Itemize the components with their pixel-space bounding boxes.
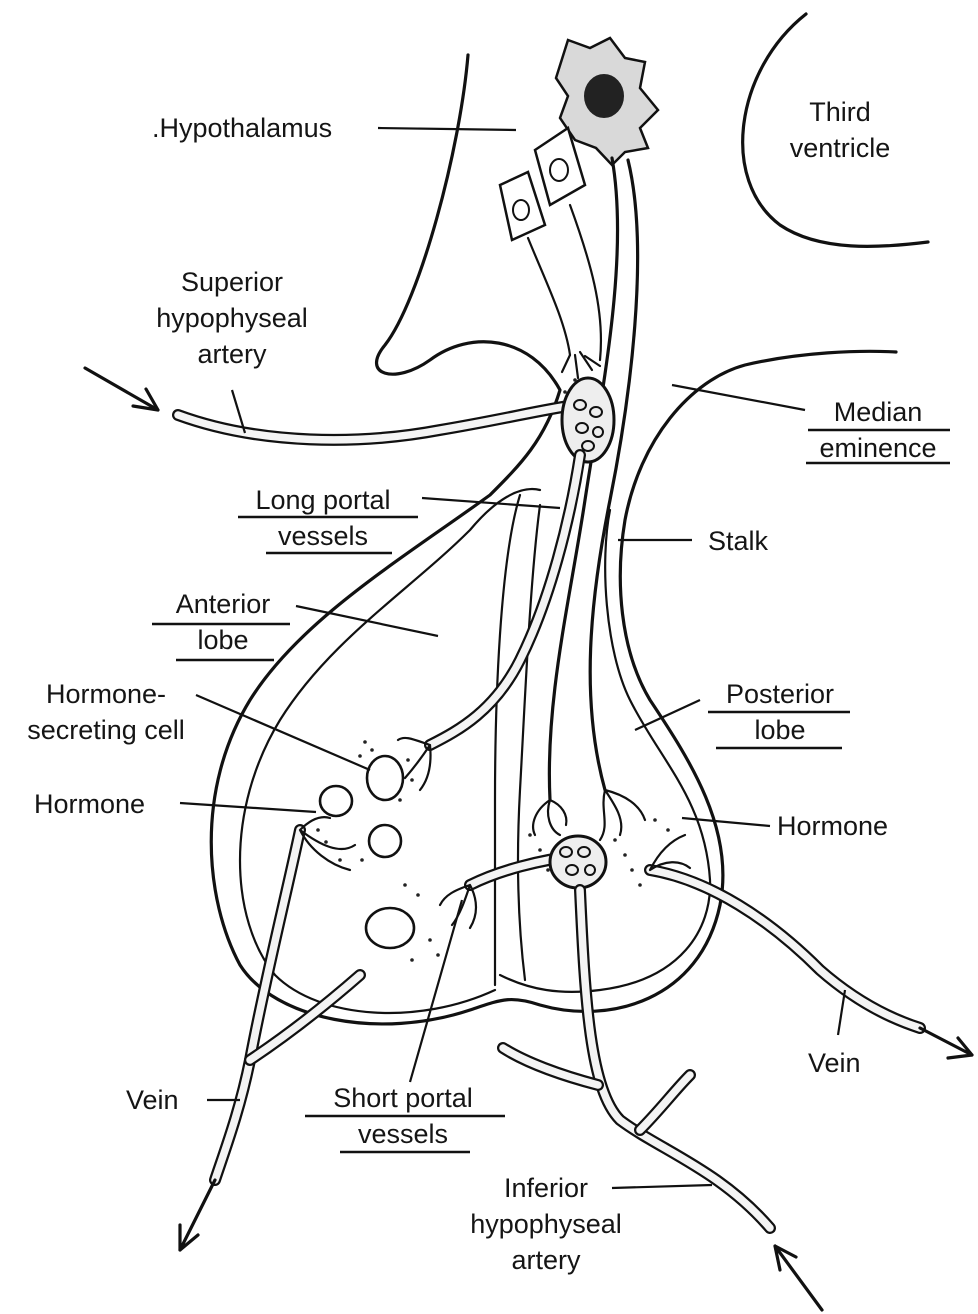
label-median-eminence-line2: eminence [800, 430, 956, 466]
label-long-portal-line1: Long portal [228, 482, 418, 518]
label-third-ventricle-line1: Third [770, 94, 910, 130]
hormone-cell-1 [367, 756, 403, 800]
anterior-vein-tuft [300, 817, 355, 870]
posterior-vein [650, 870, 920, 1028]
label-short-portal: Short portal vessels [300, 1080, 506, 1152]
label-superior-artery: Superior hypophyseal artery [132, 264, 332, 372]
primary-plexus [562, 378, 614, 462]
label-third-ventricle-line2: ventricle [770, 130, 910, 166]
vein-right-arrow [920, 1028, 972, 1058]
label-short-portal-line2: vessels [300, 1116, 506, 1152]
hormone-cell-3 [369, 825, 401, 857]
long-portal-leader [422, 498, 560, 508]
axon-terminal-posterior-2 [600, 790, 645, 840]
short-portal-tuft [440, 885, 476, 928]
hormone-right-leader [682, 818, 770, 826]
label-stalk: Stalk [708, 523, 768, 559]
median-eminence-leader [672, 385, 805, 410]
label-hormone-left: Hormone [34, 786, 145, 822]
secretory-axon-1 [570, 205, 601, 360]
vein-left-arrow [180, 1180, 215, 1250]
superior-artery-arrow [85, 368, 158, 410]
inferior-artery-branch-left-lumen [503, 1048, 598, 1085]
short-portal-leader [410, 900, 462, 1082]
label-long-portal-line2: vessels [228, 518, 418, 554]
lobe-cleft-left [495, 495, 520, 985]
label-posterior-lobe-line2: lobe [700, 712, 860, 748]
label-superior-artery-line1: Superior [132, 264, 332, 300]
label-posterior-lobe-line1: Posterior [700, 676, 860, 712]
label-inferior-artery-line1: Inferior [446, 1170, 646, 1206]
hypothalamic-neuron-nucleus [584, 74, 624, 118]
label-inferior-artery-line3: artery [446, 1242, 646, 1278]
posterior-plexus [550, 836, 606, 888]
axon-terminal-posterior-1 [533, 800, 566, 835]
label-median-eminence: Median eminence [800, 394, 956, 466]
anterior-lobe-leader [296, 606, 438, 636]
label-third-ventricle: Third ventricle [770, 94, 910, 166]
label-hormone-cell-line1: Hormone- [8, 676, 204, 712]
label-anterior-lobe: Anterior lobe [148, 586, 298, 658]
neuron-axon-posterior [590, 160, 637, 790]
axon-terminal-top [562, 352, 600, 378]
label-superior-artery-line3: artery [132, 336, 332, 372]
posterior-vein-lumen [650, 870, 920, 1028]
hormone-cell-2 [320, 786, 352, 816]
hormone-cell-4 [366, 908, 414, 948]
label-inferior-artery: Inferior hypophyseal artery [446, 1170, 646, 1278]
label-long-portal: Long portal vessels [228, 482, 418, 554]
secretory-axon-2 [528, 238, 570, 355]
neuron-axon-posterior-2 [549, 158, 617, 800]
label-hypothalamus: .Hypothalamus [152, 110, 332, 146]
label-anterior-lobe-line1: Anterior [148, 586, 298, 622]
label-hormone-cell: Hormone- secreting cell [8, 676, 204, 748]
hypothalamus-leader [378, 128, 516, 130]
lobe-cleft-right [518, 505, 540, 980]
posterior-vein-tuft [650, 835, 690, 870]
label-vein-right: Vein [808, 1045, 861, 1081]
vein-right-leader [838, 990, 845, 1035]
inferior-artery-arrow [775, 1246, 822, 1310]
label-posterior-lobe: Posterior lobe [700, 676, 860, 748]
label-short-portal-line1: Short portal [300, 1080, 506, 1116]
secretory-cell-2 [500, 172, 545, 240]
label-median-eminence-line1: Median [800, 394, 956, 430]
hormone-left-leader [180, 803, 316, 812]
label-vein-left: Vein [126, 1082, 179, 1118]
label-hormone-cell-line2: secreting cell [8, 712, 204, 748]
inferior-artery-branch-right-lumen [640, 1075, 690, 1130]
label-superior-artery-line2: hypophyseal [132, 300, 332, 336]
label-hormone-right: Hormone [777, 808, 888, 844]
label-inferior-artery-line2: hypophyseal [446, 1206, 646, 1242]
label-anterior-lobe-line2: lobe [148, 622, 298, 658]
